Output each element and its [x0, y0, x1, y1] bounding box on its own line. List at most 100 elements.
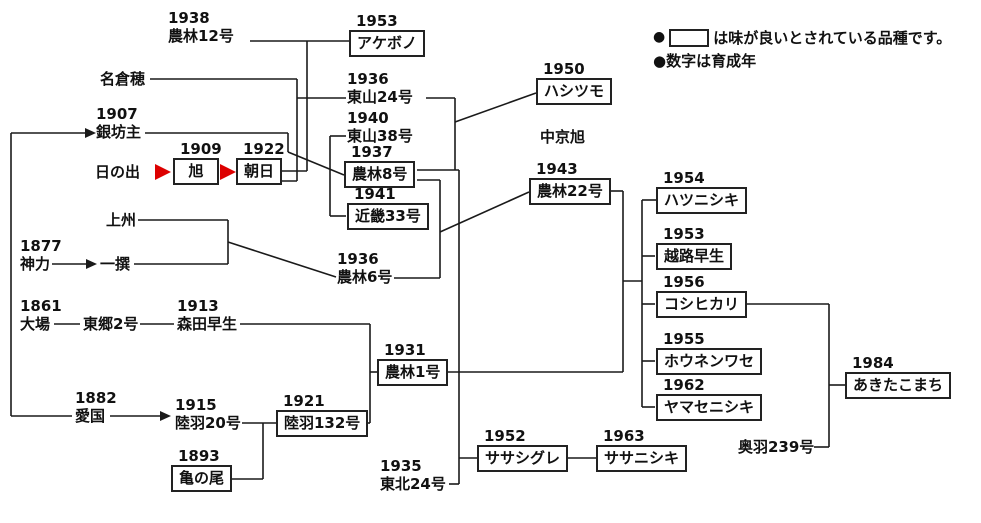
- year-label: 1909: [180, 140, 222, 158]
- variety-box: 旭: [173, 158, 219, 185]
- variety-box: 亀の尾: [171, 465, 233, 492]
- node-naguraho: 名倉穂: [100, 70, 146, 88]
- variety-label: 東北24号: [380, 475, 446, 493]
- variety-label: 農林6号: [337, 268, 393, 286]
- variety-box: 農林8号: [344, 161, 416, 188]
- variety-box: 農林22号: [529, 178, 611, 205]
- variety-box: ササニシキ: [596, 445, 688, 472]
- year-label: 1922: [243, 140, 285, 158]
- legend-text: ●数字は育成年: [653, 52, 757, 70]
- year-label: 1941: [354, 185, 396, 203]
- variety-box: ホウネンワセ: [656, 348, 763, 375]
- year-label: 1877: [20, 237, 62, 255]
- year-label: 1954: [663, 169, 705, 187]
- node-shinriki: 1877 神力: [20, 238, 62, 273]
- node-kinki33: 1941 近畿33号: [347, 186, 429, 230]
- year-label: 1956: [663, 273, 705, 291]
- red-selection-arrow-hinode-to-asahi: [155, 164, 171, 180]
- year-label: 1953: [663, 225, 705, 243]
- variety-label: 日の出: [95, 163, 141, 181]
- node-chukyoasahi: 中京旭: [540, 128, 586, 146]
- year-label: 1938: [168, 9, 210, 27]
- node-morita: 1913 森田早生: [177, 297, 238, 333]
- year-label: 1943: [536, 160, 578, 178]
- year-label: 1955: [663, 330, 705, 348]
- variety-box: 陸羽132号: [276, 410, 369, 437]
- year-label: 1940: [347, 109, 389, 127]
- node-issen: 一撰: [100, 255, 131, 273]
- year-label: 1907: [96, 105, 138, 123]
- variety-label: 森田早生: [177, 315, 238, 333]
- node-norin12: 1938 農林12号: [168, 10, 234, 45]
- node-sasanishiki: 1963 ササニシキ: [596, 427, 688, 472]
- legend-line-2: ●数字は育成年: [653, 50, 756, 71]
- year-label: 1861: [20, 297, 62, 315]
- variety-label: 東郷2号: [83, 315, 139, 333]
- node-norin1: 1931 農林1号: [377, 342, 449, 386]
- variety-label: 中京旭: [540, 128, 586, 146]
- year-label: 1963: [603, 427, 645, 445]
- node-higashiyama24: 1936 東山24号: [347, 71, 413, 106]
- black-arrowhead-to-rikuu20: [160, 411, 171, 421]
- node-aikoku: 1882 愛国: [75, 390, 117, 425]
- node-koshijiwase: 1953 越路早生: [656, 225, 733, 270]
- variety-box: ササシグレ: [477, 445, 569, 472]
- node-norin8: 1937 農林8号: [344, 143, 416, 188]
- node-higashiyama38: 1940 東山38号: [347, 110, 413, 145]
- year-label: 1937: [351, 143, 393, 161]
- legend-text: は味が良いとされている品種です。: [713, 29, 952, 47]
- variety-box: 朝日: [236, 158, 283, 185]
- variety-label: 神力: [20, 255, 51, 273]
- variety-box: アケボノ: [349, 30, 426, 57]
- node-tohoku24: 1935 東北24号: [380, 458, 446, 493]
- year-label: 1893: [178, 447, 220, 465]
- variety-box: ハツニシキ: [656, 187, 748, 214]
- legend-line-1: ● は味が良いとされている品種です。: [653, 27, 951, 48]
- variety-label: 東山24号: [347, 88, 413, 106]
- variety-box: ハシツモ: [536, 78, 613, 105]
- node-koshihikari: 1956 コシヒカリ: [656, 273, 748, 318]
- year-label: 1935: [380, 457, 422, 475]
- variety-box: コシヒカリ: [656, 291, 748, 318]
- year-label: 1882: [75, 389, 117, 407]
- node-joshu: 上州: [106, 211, 137, 229]
- year-label: 1984: [852, 354, 894, 372]
- node-akebono: 1953 アケボノ: [349, 13, 426, 57]
- node-ouu239: 奥羽239号: [738, 438, 815, 456]
- variety-label: 愛国: [75, 407, 106, 425]
- node-asahi1922: 1922 朝日: [236, 141, 285, 185]
- variety-box: 近畿33号: [347, 203, 429, 230]
- variety-label: 陸羽20号: [175, 414, 241, 432]
- node-rikuu20: 1915 陸羽20号: [175, 397, 241, 432]
- pedigree-lines: [10, 40, 845, 485]
- year-label: 1952: [484, 427, 526, 445]
- variety-label: 奥羽239号: [738, 438, 815, 456]
- variety-label: 農林12号: [168, 27, 234, 45]
- year-label: 1913: [177, 297, 219, 315]
- node-hashitsumo: 1950 ハシツモ: [536, 60, 613, 105]
- node-sasashigure: 1952 ササシグレ: [477, 427, 569, 472]
- black-arrowhead-to-ginbozu: [85, 128, 96, 138]
- node-hatsunishiki: 1954 ハツニシキ: [656, 169, 748, 214]
- year-label: 1962: [663, 376, 705, 394]
- node-oba: 1861 大場: [20, 298, 62, 333]
- node-togo2: 東郷2号: [83, 315, 139, 333]
- node-rikuu132: 1921 陸羽132号: [276, 392, 369, 437]
- year-label: 1915: [175, 396, 217, 414]
- node-hinode: 日の出: [95, 163, 141, 181]
- node-ginbozu: 1907 銀坊主: [96, 105, 142, 141]
- red-selection-arrow-asahi-to-asahi1922: [220, 164, 236, 180]
- variety-box: ヤマセニシキ: [656, 394, 763, 421]
- variety-label: 東山38号: [347, 127, 413, 145]
- variety-label: 上州: [106, 211, 137, 229]
- node-norin22: 1943 農林22号: [529, 161, 611, 205]
- year-label: 1950: [543, 60, 585, 78]
- node-norin6: 1936 農林6号: [337, 251, 393, 286]
- variety-label: 一撰: [100, 255, 131, 273]
- legend-sample-box: [669, 28, 710, 47]
- year-label: 1921: [283, 392, 325, 410]
- variety-label: 大場: [20, 315, 51, 333]
- node-hounenwase: 1955 ホウネンワセ: [656, 330, 763, 375]
